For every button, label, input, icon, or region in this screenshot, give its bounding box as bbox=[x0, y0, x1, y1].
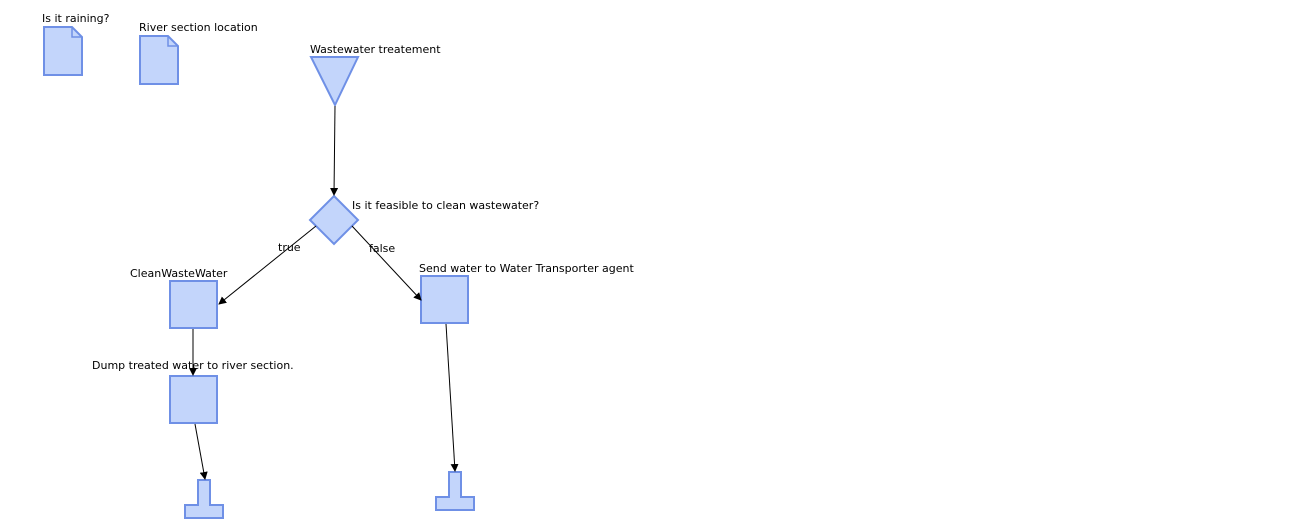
end-node-left[interactable] bbox=[184, 479, 224, 519]
activity-clean-waste-water[interactable] bbox=[169, 280, 218, 329]
connector-start-to-decision bbox=[330, 105, 339, 196]
connector-send-to-end bbox=[445, 323, 459, 472]
label-wastewater-treatement: Wastewater treatement bbox=[310, 43, 441, 56]
label-dump-treated-water: Dump treated water to river section. bbox=[92, 359, 294, 372]
label-river-section-location: River section location bbox=[139, 21, 258, 34]
document-icon-is-it-raining[interactable] bbox=[43, 26, 83, 76]
connector-decision-false bbox=[351, 225, 422, 301]
activity-send-water[interactable] bbox=[420, 275, 469, 324]
connector-decision-true bbox=[218, 225, 317, 305]
start-node-triangle[interactable] bbox=[309, 56, 360, 108]
label-decision: Is it feasible to clean wastewater? bbox=[352, 199, 540, 212]
activity-dump-treated-water[interactable] bbox=[169, 375, 218, 424]
label-clean-waste-water: CleanWasteWater bbox=[130, 267, 228, 280]
edge-label-true: true bbox=[278, 241, 301, 254]
decision-diamond[interactable] bbox=[308, 194, 360, 246]
label-send-water: Send water to Water Transporter agent bbox=[419, 262, 634, 275]
label-is-it-raining: Is it raining? bbox=[42, 12, 110, 25]
end-node-right[interactable] bbox=[435, 471, 475, 511]
document-icon-river-section-location[interactable] bbox=[139, 35, 179, 85]
edge-label-false: false bbox=[369, 242, 396, 255]
connector-dump-to-end bbox=[194, 423, 208, 480]
